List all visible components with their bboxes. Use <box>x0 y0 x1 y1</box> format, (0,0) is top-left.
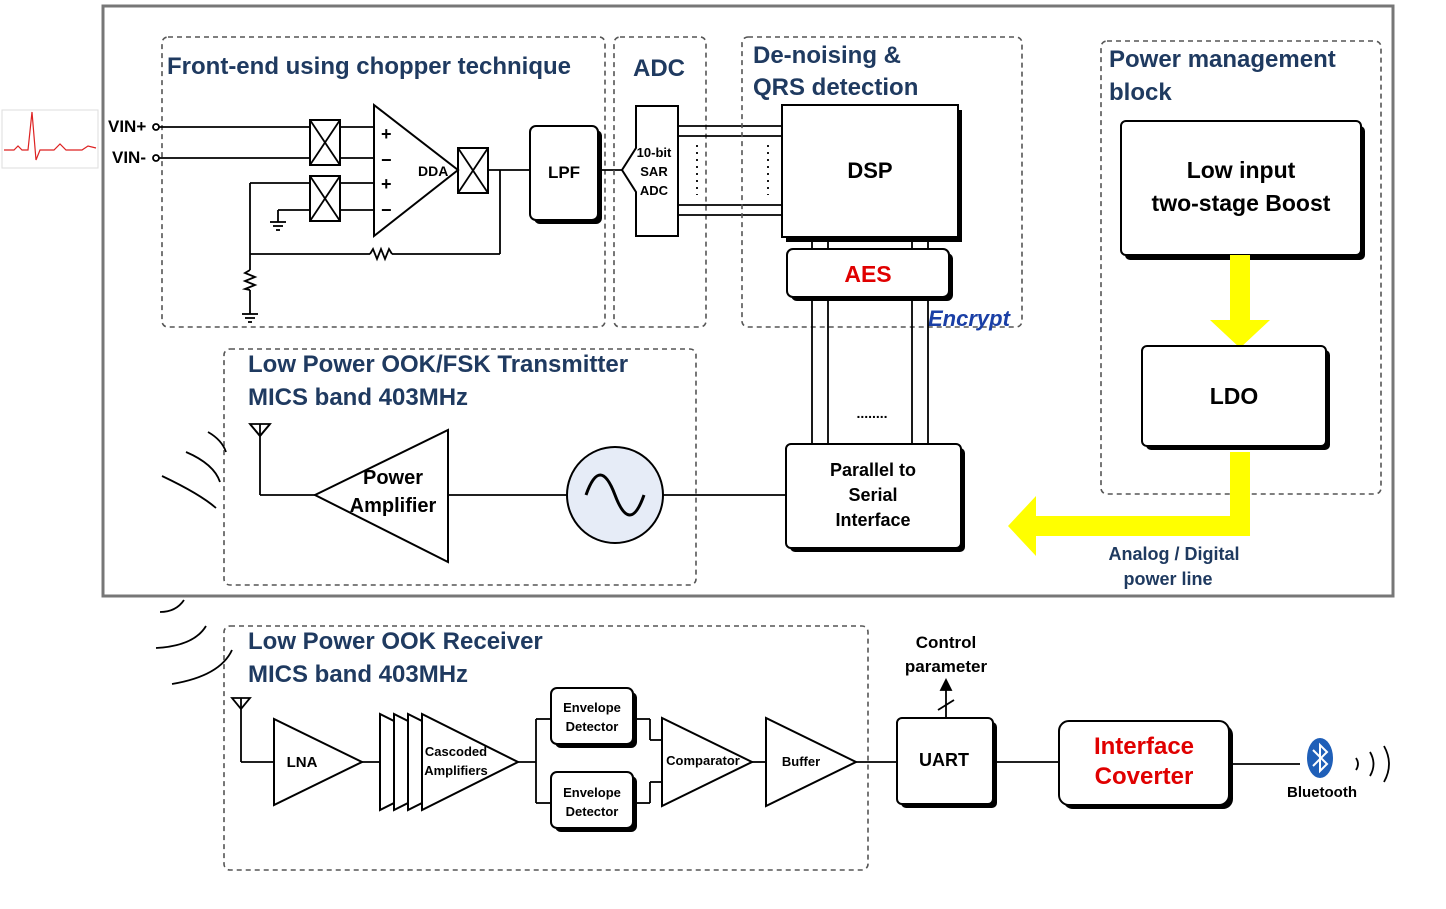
vin-plus-terminal <box>152 123 160 131</box>
casc-label-2: Amplifiers <box>424 763 488 778</box>
ground-resistor-icon <box>241 269 258 291</box>
uart-block <box>896 717 994 805</box>
lpf-block <box>529 125 599 221</box>
pa-label-2: Amplifier <box>350 495 437 517</box>
aes-label: AES <box>844 261 891 287</box>
lna-amplifier <box>273 717 365 807</box>
rx-antenna-icon <box>230 697 252 762</box>
power-line-arrow <box>1008 452 1250 556</box>
feedback-resistor-icon <box>369 246 393 262</box>
aes-p2s-bus <box>811 297 929 444</box>
p2s-label-2: Serial <box>848 485 897 505</box>
bluetooth-label: Bluetooth <box>1287 784 1357 801</box>
power-title-1: Power management <box>1109 46 1336 73</box>
tx-title-2: MICS band 403MHz <box>248 384 468 411</box>
envelope-detector-1 <box>550 687 634 745</box>
bluetooth-icon <box>1307 738 1333 778</box>
adc-title: ADC <box>633 55 685 82</box>
power-line-label-1: Analog / Digital <box>1108 544 1239 564</box>
tx-antenna-icon <box>248 423 272 495</box>
dsp-label: DSP <box>847 158 892 183</box>
dda-minus-1: − <box>381 150 392 170</box>
power-management-section <box>1100 40 1382 495</box>
power-amplifier <box>312 428 449 564</box>
control-arrow-icon <box>937 677 955 718</box>
uart-label: UART <box>919 750 969 770</box>
denoise-section <box>741 36 1023 328</box>
receiver-section <box>223 625 869 871</box>
transmitter-section <box>223 348 697 586</box>
adc-section <box>613 36 707 328</box>
control-label-2: parameter <box>905 657 988 676</box>
dda-label: DDA <box>418 163 448 179</box>
rx-wave-icon <box>155 599 233 685</box>
adc-label-1: 10-bit <box>637 145 672 160</box>
pa-label-1: Power <box>363 467 423 489</box>
denoise-title-2: QRS detection <box>753 74 918 101</box>
cascoded-amplifiers <box>379 712 521 812</box>
denoise-title-1: De-noising & <box>753 42 901 69</box>
parallel-to-serial-block <box>785 443 962 549</box>
vin-minus-label: VIN- <box>112 148 146 167</box>
lna-label: LNA <box>287 754 318 771</box>
env2-label-1: Envelope <box>563 785 621 800</box>
boost-ldo-arrow <box>1210 255 1270 348</box>
ic-label-2: Coverter <box>1095 763 1194 790</box>
interface-converter-block <box>1058 720 1230 806</box>
ground-icon <box>242 221 286 323</box>
boost-block <box>1120 120 1362 256</box>
adc-dsp-bus <box>678 125 782 216</box>
frontend-section <box>161 36 606 328</box>
env1-label-2: Detector <box>566 719 619 734</box>
casc-label-1: Cascoded <box>425 744 487 759</box>
comparator <box>661 716 755 808</box>
dda-minus-2: − <box>381 200 392 220</box>
adc-label-2: SAR <box>640 164 668 179</box>
chip-boundary <box>101 4 1395 598</box>
comparator-label: Comparator <box>666 753 740 768</box>
boost-label-1: Low input <box>1187 157 1296 183</box>
tx-title-1: Low Power OOK/FSK Transmitter <box>248 351 628 378</box>
buffer <box>765 716 859 808</box>
vin-plus-label: VIN+ <box>108 117 146 136</box>
power-title-2: block <box>1109 79 1172 106</box>
p2s-label-1: Parallel to <box>830 460 916 480</box>
ecg-icon <box>1 109 99 169</box>
tx-wave-icon <box>161 431 227 509</box>
ldo-block <box>1141 345 1327 447</box>
envelope-detector-2 <box>550 771 634 829</box>
buffer-label: Buffer <box>782 754 820 769</box>
chopper-switch-icon <box>309 119 489 222</box>
frontend-title: Front-end using chopper technique <box>167 53 571 80</box>
dda-plus-1: + <box>381 124 392 144</box>
dsp-aes-bus <box>811 237 929 249</box>
p2s-label-3: Interface <box>835 510 910 530</box>
control-label-1: Control <box>916 633 976 652</box>
ldo-label: LDO <box>1210 383 1259 409</box>
ic-label-1: Interface <box>1094 733 1194 760</box>
vin-minus-terminal <box>152 154 160 162</box>
dda-plus-2: + <box>381 174 392 194</box>
env2-label-2: Detector <box>566 804 619 819</box>
lpf-label: LPF <box>548 163 580 182</box>
encrypt-label: Encrypt <box>928 306 1012 331</box>
rx-title-1: Low Power OOK Receiver <box>248 628 543 655</box>
env1-label-1: Envelope <box>563 700 621 715</box>
dda-amplifier <box>373 102 460 239</box>
dsp-block <box>781 104 959 238</box>
bus-dots: ........ <box>856 405 887 421</box>
adc-label-3: ADC <box>640 183 669 198</box>
frontend-wiring <box>159 126 632 314</box>
aes-block <box>786 248 950 298</box>
rx-title-2: MICS band 403MHz <box>248 661 468 688</box>
adc-block <box>620 105 679 237</box>
bt-wave-icon <box>1355 745 1390 783</box>
power-line-label-2: power line <box>1123 569 1212 589</box>
boost-label-2: two-stage Boost <box>1152 190 1331 216</box>
